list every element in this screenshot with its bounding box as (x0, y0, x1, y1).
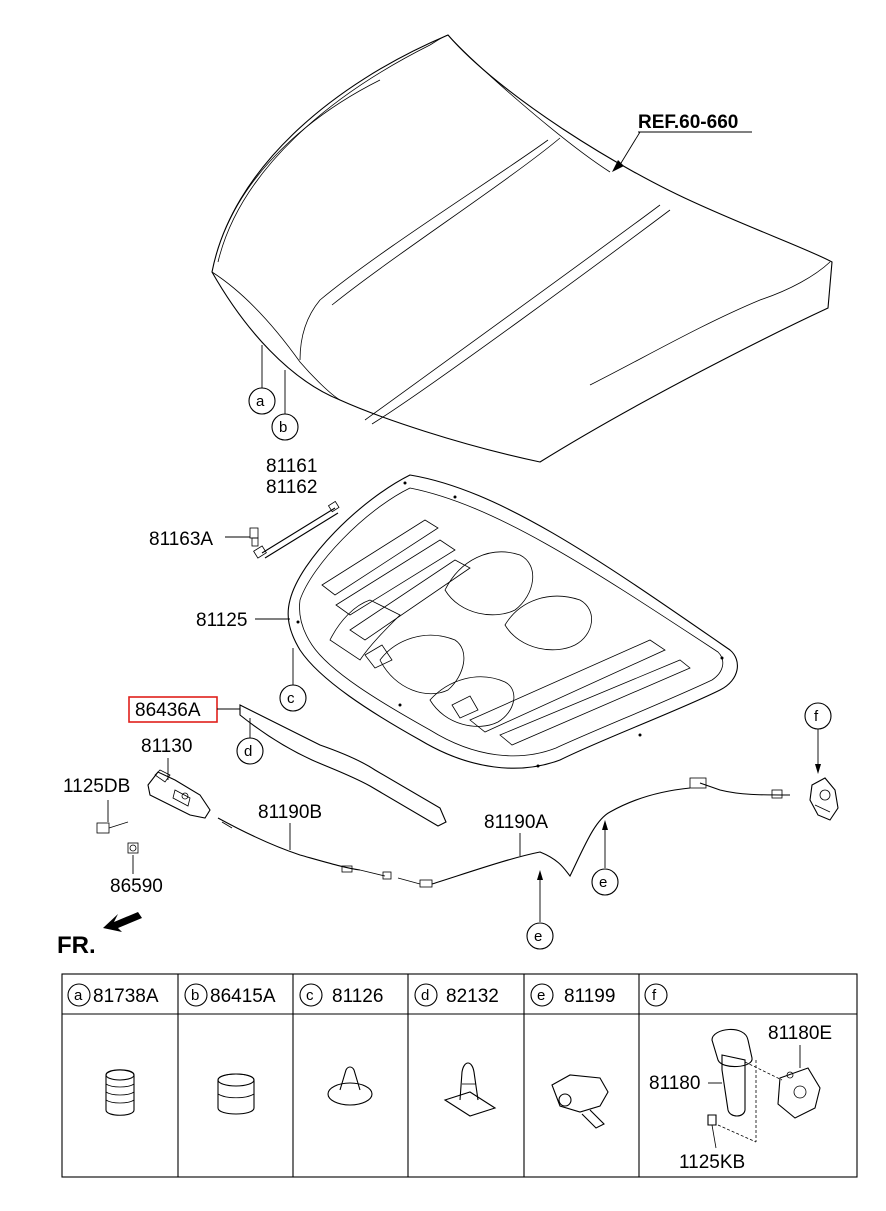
ref-label: REF.60-660 (638, 112, 738, 133)
legend-header-e: e 81199 (530, 983, 615, 1007)
release-cable-81190A: 81190A (397, 777, 791, 888)
part-81738A-drawing (105, 1069, 135, 1116)
svg-text:81180: 81180 (649, 1073, 700, 1094)
callout-a: a (248, 345, 276, 415)
svg-text:81199: 81199 (564, 986, 615, 1007)
legend-header-f: f (644, 983, 668, 1007)
svg-text:d: d (244, 743, 252, 760)
svg-text:b: b (191, 987, 199, 1004)
svg-text:e: e (537, 987, 545, 1004)
svg-text:f: f (814, 708, 819, 725)
label-81161-81162: 81161 81162 (266, 456, 317, 498)
hood-latch: 81130 (141, 736, 211, 819)
svg-text:81738A: 81738A (93, 986, 159, 1007)
hood-insulator-pad (287, 474, 738, 769)
svg-text:c: c (306, 987, 314, 1004)
legend-header-a: a 81738A (67, 983, 159, 1007)
latch-bolt: 1125DB (63, 776, 130, 834)
callout-c: c (279, 648, 307, 712)
latch-nut: 86590 (110, 842, 163, 897)
svg-text:81190A: 81190A (484, 812, 548, 833)
svg-text:86590: 86590 (110, 876, 163, 897)
svg-text:81163A: 81163A (149, 529, 213, 550)
svg-text:86415A: 86415A (210, 986, 276, 1007)
strut-bolt: 81163A (149, 527, 259, 550)
svg-text:81161: 81161 (266, 456, 317, 477)
front-direction: FR. (57, 912, 142, 959)
svg-text:82132: 82132 (446, 986, 499, 1007)
svg-text:81126: 81126 (332, 986, 383, 1007)
legend-header-b: b 86415A (184, 983, 276, 1007)
svg-text:f: f (652, 987, 657, 1004)
front-arrow-icon (103, 912, 142, 932)
release-cable-81190B: 81190B (217, 802, 392, 880)
svg-text:81162: 81162 (266, 477, 317, 498)
svg-text:1125KB: 1125KB (679, 1152, 745, 1173)
hood-seal (239, 704, 447, 827)
legend-header-c: c 81126 (299, 983, 383, 1007)
part-81199-drawing (551, 1074, 609, 1129)
svg-text:e: e (534, 928, 542, 945)
svg-text:a: a (256, 393, 265, 410)
callout-b: b (271, 370, 299, 441)
svg-text:81130: 81130 (141, 736, 192, 757)
hood-panel (211, 34, 833, 463)
legend-header-d: d 82132 (414, 983, 499, 1007)
svg-text:86436A: 86436A (135, 700, 201, 721)
svg-text:81190B: 81190B (258, 802, 322, 823)
part-f-assembly-drawing: 81180E 81180 1125KB (649, 1023, 832, 1173)
svg-text:81125: 81125 (196, 610, 247, 631)
part-86415A-drawing (217, 1073, 255, 1115)
svg-text:d: d (421, 987, 429, 1004)
svg-text:a: a (74, 987, 83, 1004)
svg-text:81180E: 81180E (768, 1023, 832, 1044)
release-handle (809, 777, 839, 821)
svg-text:1125DB: 1125DB (63, 776, 130, 797)
label-81125: 81125 (196, 610, 290, 631)
gas-strut (253, 500, 340, 559)
part-82132-drawing (443, 1062, 497, 1117)
part-81126-drawing (327, 1066, 373, 1106)
label-86436A: 86436A (128, 696, 240, 723)
callout-e-left: e (526, 870, 554, 950)
legend-table: a 81738A b 86415A c 81126 d 82132 e 8119… (61, 973, 858, 1178)
hood-ref-callout: REF.60-660 (612, 112, 752, 172)
svg-text:FR.: FR. (57, 932, 96, 959)
svg-text:c: c (287, 690, 295, 707)
svg-text:b: b (279, 419, 287, 436)
callout-e-right: e (591, 820, 619, 896)
callout-f: f (804, 702, 832, 774)
svg-text:e: e (599, 874, 607, 891)
callout-d: d (236, 718, 264, 765)
